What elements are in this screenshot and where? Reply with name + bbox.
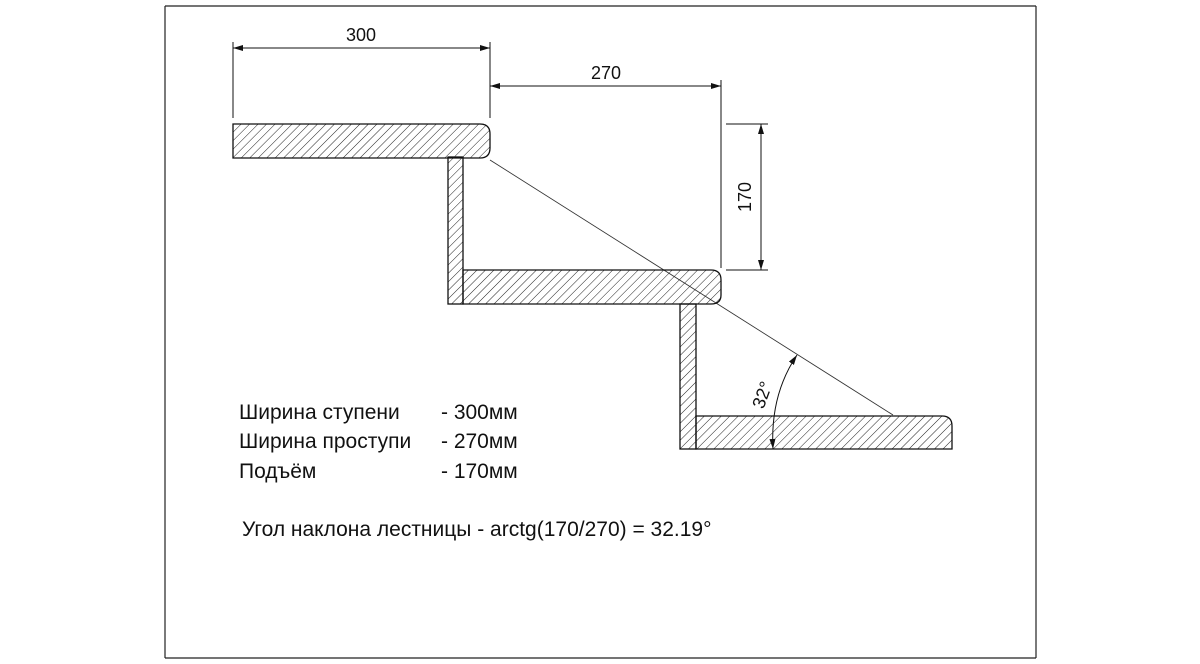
spec-value: - 300мм bbox=[441, 401, 518, 424]
dimension-going bbox=[490, 80, 722, 268]
tread-3 bbox=[695, 415, 953, 450]
dimension-rise bbox=[726, 123, 768, 271]
spec-value: - 270мм bbox=[441, 430, 518, 453]
riser-1 bbox=[447, 156, 464, 305]
drawing-frame bbox=[164, 5, 1037, 659]
spec-list: Ширина ступени - 300мм Ширина проступи -… bbox=[239, 401, 518, 483]
spec-label: Ширина ступени bbox=[239, 401, 400, 424]
tread-2 bbox=[462, 269, 722, 305]
angle-label: 32° bbox=[748, 379, 776, 411]
angle-formula: Угол наклона лестницы - arctg(170/270) =… bbox=[242, 518, 712, 541]
spec-value: - 170мм bbox=[441, 460, 518, 483]
spec-label: Подъём bbox=[239, 460, 316, 483]
dimension-tread-width bbox=[232, 42, 491, 118]
dimension-tread-width-label: 300 bbox=[346, 25, 376, 45]
angle-arc bbox=[769, 354, 798, 450]
tread-1 bbox=[232, 123, 491, 159]
riser-2 bbox=[679, 303, 697, 450]
spec-label: Ширина проступи bbox=[239, 430, 411, 453]
dimension-rise-label: 170 bbox=[735, 182, 755, 212]
dimension-going-label: 270 bbox=[591, 63, 621, 83]
